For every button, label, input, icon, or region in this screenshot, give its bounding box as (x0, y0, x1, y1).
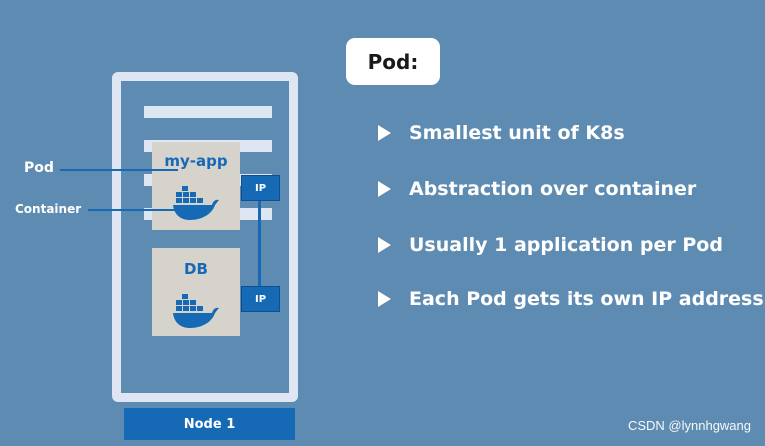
ip-badge-my-app: IP (241, 175, 280, 201)
docker-whale-icon (173, 294, 219, 328)
pod-pointer-line (60, 169, 178, 171)
bullet-text: Usually 1 application per Pod (409, 234, 723, 256)
pod-title-box: Pod: (346, 38, 440, 85)
watermark: CSDN @lynnhgwang (627, 418, 751, 433)
bullet-text: Each Pod gets its own IP address (409, 288, 764, 310)
pod-db-title: DB (184, 260, 208, 278)
node-label: Node 1 (124, 408, 295, 440)
node-frame (112, 72, 298, 402)
container-side-label: Container (15, 202, 82, 216)
bullet-text: Abstraction over container (409, 178, 697, 200)
node-line-1 (144, 106, 272, 118)
pod-my-app-title: my-app (164, 152, 228, 170)
bullet-item: Each Pod gets its own IP address (378, 288, 764, 310)
bullet-text: Smallest unit of K8s (409, 122, 625, 144)
bullet-triangle-icon (378, 125, 391, 141)
bullet-triangle-icon (378, 291, 391, 307)
container-pointer-line (88, 209, 178, 211)
bullet-item: Smallest unit of K8s (378, 122, 625, 144)
bullet-item: Abstraction over container (378, 178, 696, 200)
node-label-text: Node 1 (183, 416, 236, 432)
pod-side-label: Pod (24, 160, 54, 176)
bullet-item: Usually 1 application per Pod (378, 234, 723, 256)
ip-label: IP (254, 182, 267, 194)
bullet-triangle-icon (378, 237, 391, 253)
ip-connector-line (258, 196, 261, 290)
pod-title: Pod: (367, 49, 419, 74)
ip-label: IP (254, 293, 267, 305)
bullet-triangle-icon (378, 181, 391, 197)
pod-my-app: my-app (152, 142, 240, 230)
docker-whale-icon (173, 186, 219, 220)
pod-db: DB (152, 248, 240, 336)
ip-badge-db: IP (241, 286, 280, 312)
